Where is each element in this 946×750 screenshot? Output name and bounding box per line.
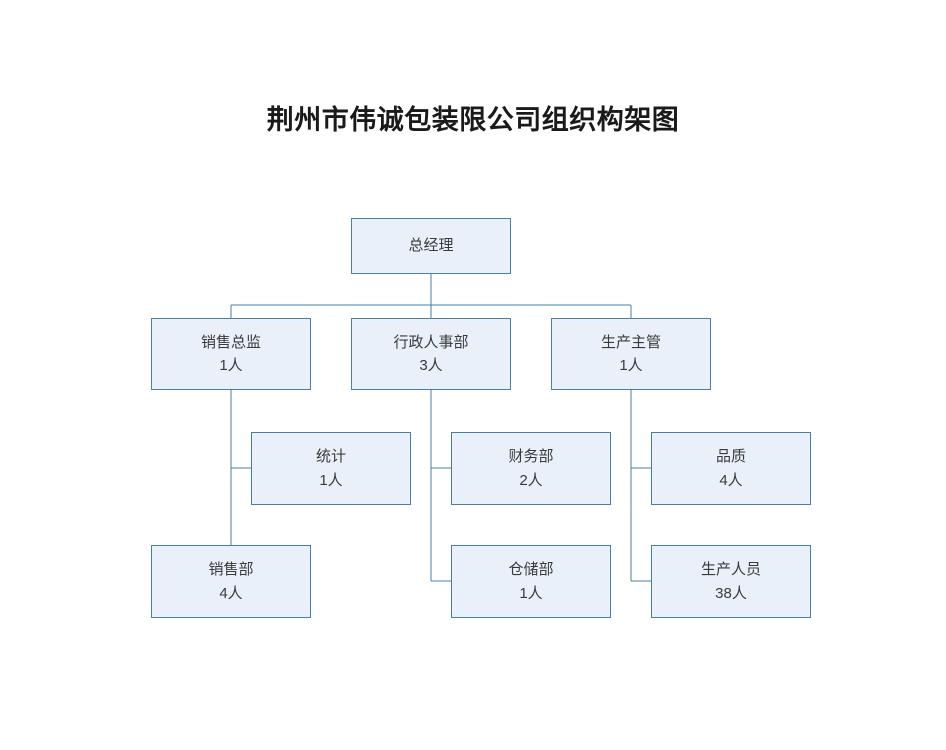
node-sales-dir-count: 1人 — [219, 357, 243, 374]
node-prod-staff[interactable]: 生产人员 38人 — [651, 545, 811, 618]
node-statistics-count: 1人 — [319, 471, 343, 489]
node-warehouse[interactable]: 仓储部 1人 — [451, 545, 611, 618]
node-gm[interactable]: 总经理 — [351, 218, 511, 274]
node-finance-count: 2人 — [519, 471, 543, 489]
node-sales-dept-count: 4人 — [219, 584, 243, 602]
node-quality-count: 4人 — [719, 471, 743, 489]
node-sales-dept-title: 销售部 — [208, 561, 254, 579]
node-statistics-title: 统计 — [315, 448, 346, 466]
node-warehouse-title: 仓储部 — [508, 561, 554, 579]
node-prod-super[interactable]: 生产主管 1人 — [551, 318, 711, 390]
node-admin-hr[interactable]: 行政人事部 3人 — [351, 318, 511, 390]
node-sales-dir-title: 销售总监 — [200, 333, 261, 351]
node-admin-hr-title: 行政人事部 — [393, 333, 469, 351]
node-prod-super-count: 1人 — [619, 357, 643, 374]
node-sales-dir[interactable]: 销售总监 1人 — [151, 318, 311, 390]
node-prod-staff-title: 生产人员 — [700, 561, 761, 579]
node-gm-title: 总经理 — [408, 237, 454, 255]
node-finance-title: 财务部 — [508, 448, 554, 466]
node-prod-super-title: 生产主管 — [600, 333, 661, 351]
node-finance[interactable]: 财务部 2人 — [451, 432, 611, 505]
node-warehouse-count: 1人 — [519, 584, 543, 602]
node-quality[interactable]: 品质 4人 — [651, 432, 811, 505]
node-statistics[interactable]: 统计 1人 — [251, 432, 411, 505]
node-admin-hr-count: 3人 — [419, 357, 443, 374]
node-quality-title: 品质 — [715, 448, 746, 466]
node-prod-staff-count: 38人 — [715, 584, 747, 602]
page-title: 荆州市伟诚包装限公司组织构架图 — [266, 105, 680, 135]
node-sales-dept[interactable]: 销售部 4人 — [151, 545, 311, 618]
